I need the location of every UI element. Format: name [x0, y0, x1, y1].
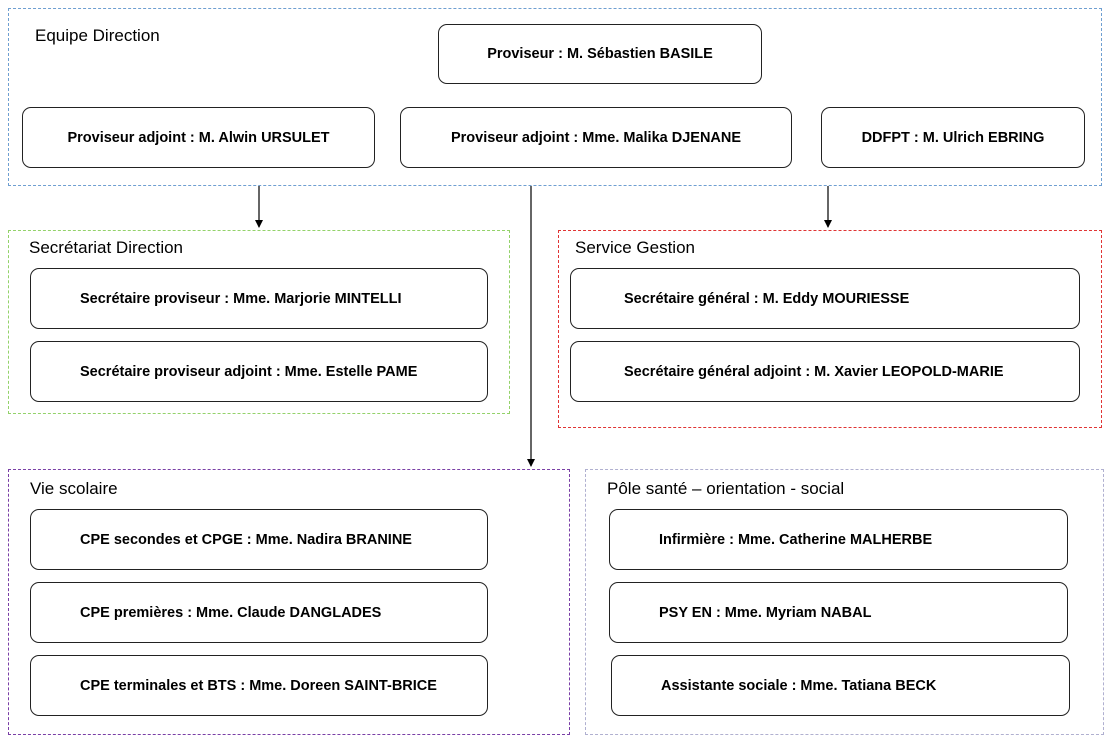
group-equipe-direction [8, 8, 1102, 186]
group-pole-sante [585, 469, 1104, 735]
node-cpe-premieres: CPE premières : Mme. Claude DANGLADES [30, 582, 488, 643]
node-infirmiere: Infirmière : Mme. Catherine MALHERBE [609, 509, 1068, 570]
node-secretaire-general: Secrétaire général : M. Eddy MOURIESSE [570, 268, 1080, 329]
node-cpe-secondes: CPE secondes et CPGE : Mme. Nadira BRANI… [30, 509, 488, 570]
node-proviseur-adjoint-1: Proviseur adjoint : M. Alwin URSULET [22, 107, 375, 168]
node-ddfpt: DDFPT : M. Ulrich EBRING [821, 107, 1085, 168]
group-vie-scolaire [8, 469, 570, 735]
node-secretaire-general-adjoint: Secrétaire général adjoint : M. Xavier L… [570, 341, 1080, 402]
group-title-pole-sante: Pôle santé – orientation - social [607, 479, 845, 498]
group-title-direction: Equipe Direction [35, 26, 160, 45]
node-proviseur-adjoint-2: Proviseur adjoint : Mme. Malika DJENANE [400, 107, 792, 168]
node-psy-en: PSY EN : Mme. Myriam NABAL [609, 582, 1068, 643]
node-assistante-sociale: Assistante sociale : Mme. Tatiana BECK [611, 655, 1070, 716]
group-title-vie-scolaire: Vie scolaire [30, 479, 118, 498]
group-service-gestion [558, 230, 1102, 428]
group-title-gestion: Service Gestion [575, 238, 695, 257]
node-proviseur: Proviseur : M. Sébastien BASILE [438, 24, 762, 84]
group-secretariat-direction [8, 230, 510, 414]
node-cpe-terminales: CPE terminales et BTS : Mme. Doreen SAIN… [30, 655, 488, 716]
node-secretaire-proviseur: Secrétaire proviseur : Mme. Marjorie MIN… [30, 268, 488, 329]
node-secretaire-proviseur-adjoint: Secrétaire proviseur adjoint : Mme. Este… [30, 341, 488, 402]
group-title-secretariat: Secrétariat Direction [29, 238, 184, 257]
